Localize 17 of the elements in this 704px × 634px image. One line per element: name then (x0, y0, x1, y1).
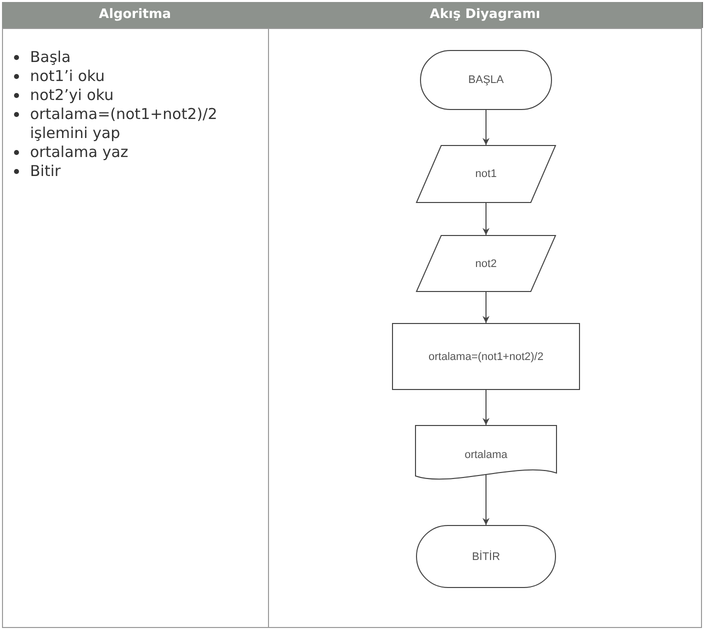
list-item: not2’yi oku (30, 86, 114, 104)
arrow (482, 202, 490, 236)
list-item: Bitir (30, 162, 61, 180)
list-item: not1’i oku (30, 67, 105, 85)
terminal-shape: BİTİR (416, 525, 556, 588)
arrow (482, 390, 490, 426)
list-item: ortalama yaz (30, 143, 128, 161)
column-header: Algoritma (98, 7, 172, 22)
arrow (482, 110, 490, 146)
column-header: Akış Diyagramı (428, 7, 542, 22)
process-box: ortalama=(not1+not2)/2 (392, 323, 580, 390)
input-parallelogram: not2 (416, 235, 556, 292)
list-item: Başla (30, 48, 71, 66)
arrow (482, 474, 490, 526)
arrow (482, 292, 490, 324)
terminal-shape: BAŞLA (420, 50, 552, 110)
input-parallelogram: not1 (416, 145, 556, 203)
